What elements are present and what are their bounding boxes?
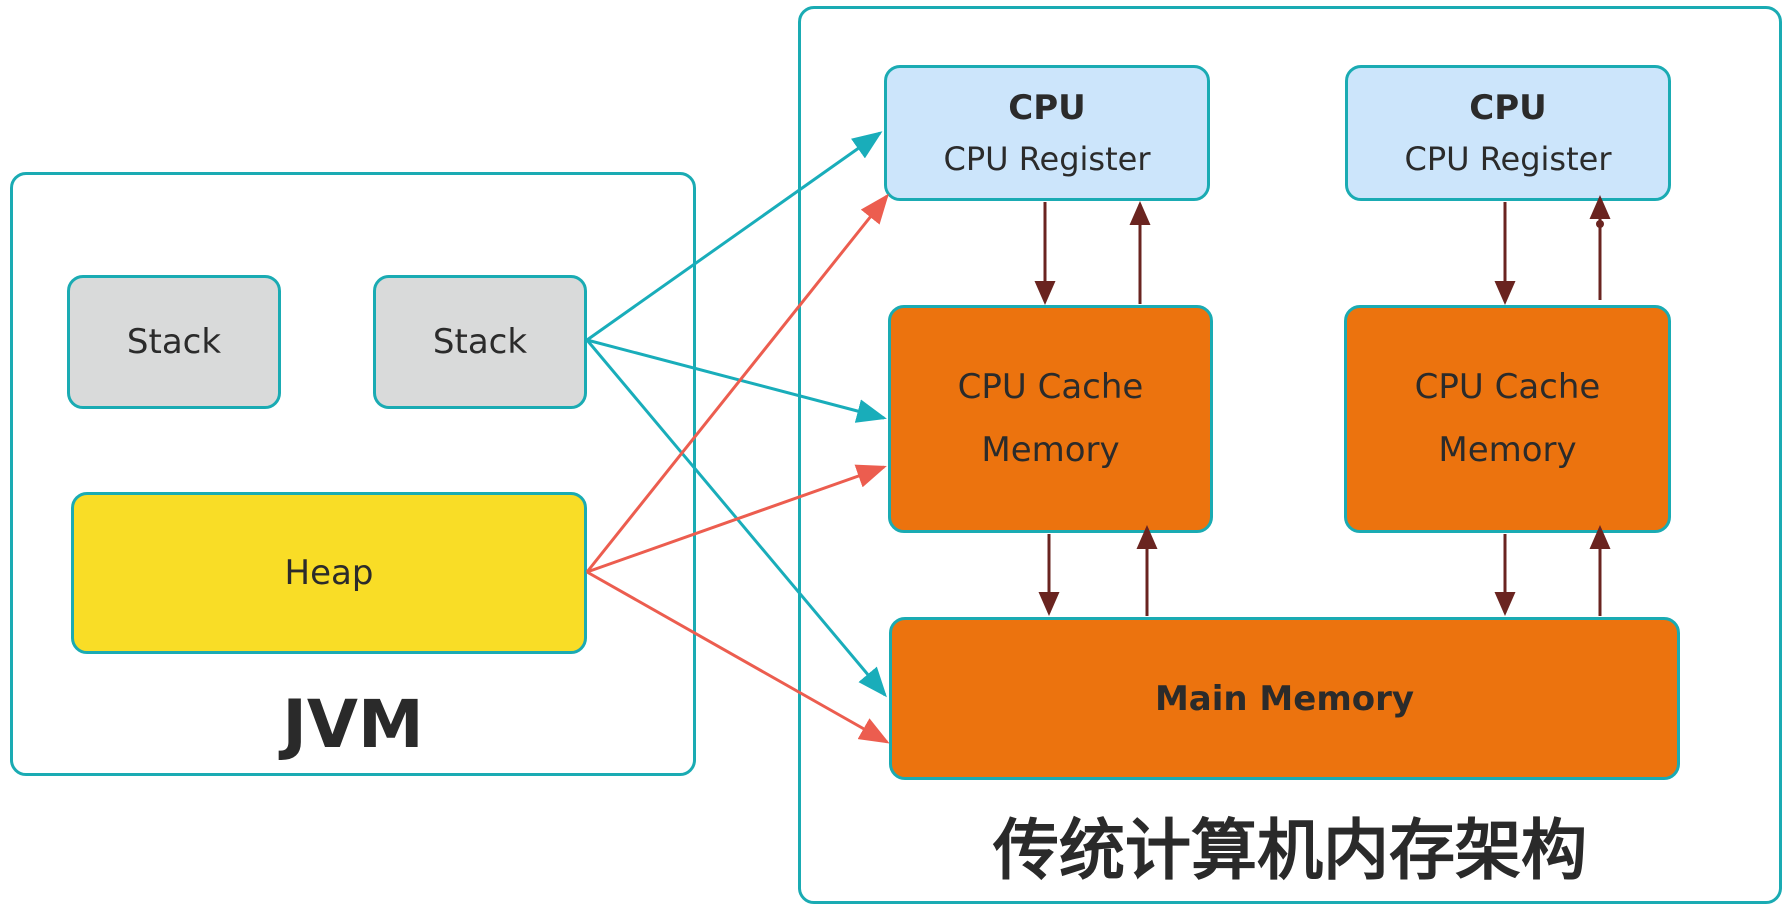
cache-label-line2: Memory <box>981 430 1120 470</box>
architecture-title: 传统计算机内存架构 <box>993 812 1587 889</box>
stack-box-1: Stack <box>67 275 281 409</box>
heap-label: Heap <box>284 553 374 593</box>
cpu-cache-box-1: CPU Cache Memory <box>888 305 1213 533</box>
jvm-container <box>10 172 696 776</box>
cpu-box-2: CPU CPU Register <box>1345 65 1671 201</box>
cache-label-line2: Memory <box>1438 430 1577 470</box>
main-memory-box: Main Memory <box>889 617 1680 780</box>
main-memory-label: Main Memory <box>1154 678 1415 719</box>
cpu-cache-box-2: CPU Cache Memory <box>1344 305 1671 533</box>
heap-box: Heap <box>71 492 587 654</box>
stack-label: Stack <box>126 322 222 362</box>
stack-box-2: Stack <box>373 275 587 409</box>
jvm-title: JVM <box>282 686 424 763</box>
cpu-title: CPU <box>1008 87 1086 128</box>
cpu-register-label: CPU Register <box>1404 139 1612 178</box>
stack-label: Stack <box>432 322 528 362</box>
cpu-title: CPU <box>1469 87 1547 128</box>
cpu-register-label: CPU Register <box>943 139 1151 178</box>
cpu-box-1: CPU CPU Register <box>884 65 1210 201</box>
cache-label-line1: CPU Cache <box>957 367 1144 408</box>
cache-label-line1: CPU Cache <box>1414 367 1601 408</box>
